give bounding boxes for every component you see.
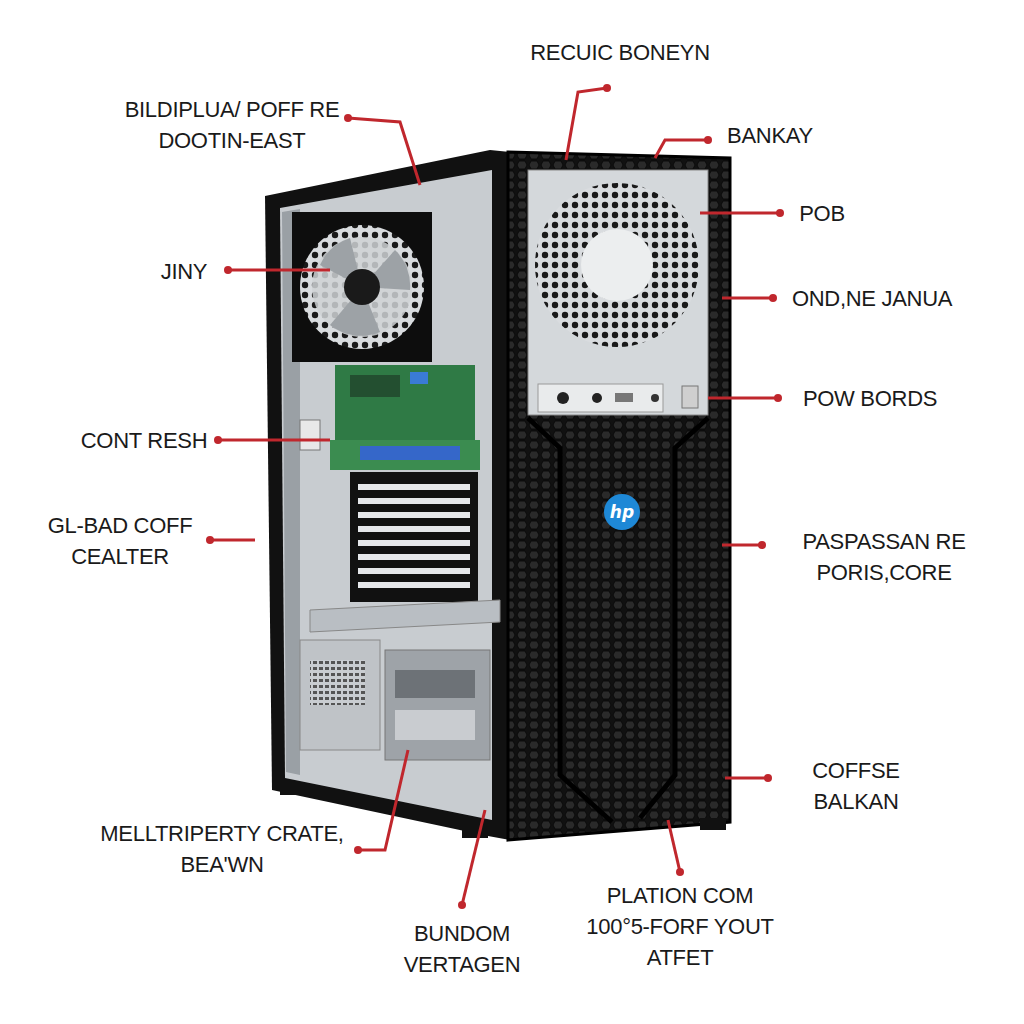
brand-logo: hp <box>604 502 640 522</box>
callout-label: CONT RESH <box>69 425 219 456</box>
callout-label: MELLTRIPERTY CRATE, BEA'WN <box>97 818 347 880</box>
callout-label: COFFSE BALKAN <box>781 755 931 817</box>
callout-label: OND,NE JANUA <box>782 283 962 314</box>
callout-label: PASPASSAN RE PORIS,CORE <box>779 526 989 588</box>
callout-label: POB <box>782 198 862 229</box>
callout-label: BUNDOM VERTAGEN <box>382 918 542 980</box>
callout-label: BILDIPLUA/ POFF RE DOOTIN-EAST <box>97 94 367 156</box>
callout-label: BANKAY <box>705 120 835 151</box>
callout-label: GL-BAD COFF CEALTER <box>35 510 205 572</box>
callout-label: PLATION COM 100°5-FORF YOUT ATFET <box>585 880 775 973</box>
callout-label: JINY <box>144 256 224 287</box>
callout-label: RECUIC BONEYN <box>505 37 735 68</box>
callout-label: POW BORDS <box>790 383 950 414</box>
